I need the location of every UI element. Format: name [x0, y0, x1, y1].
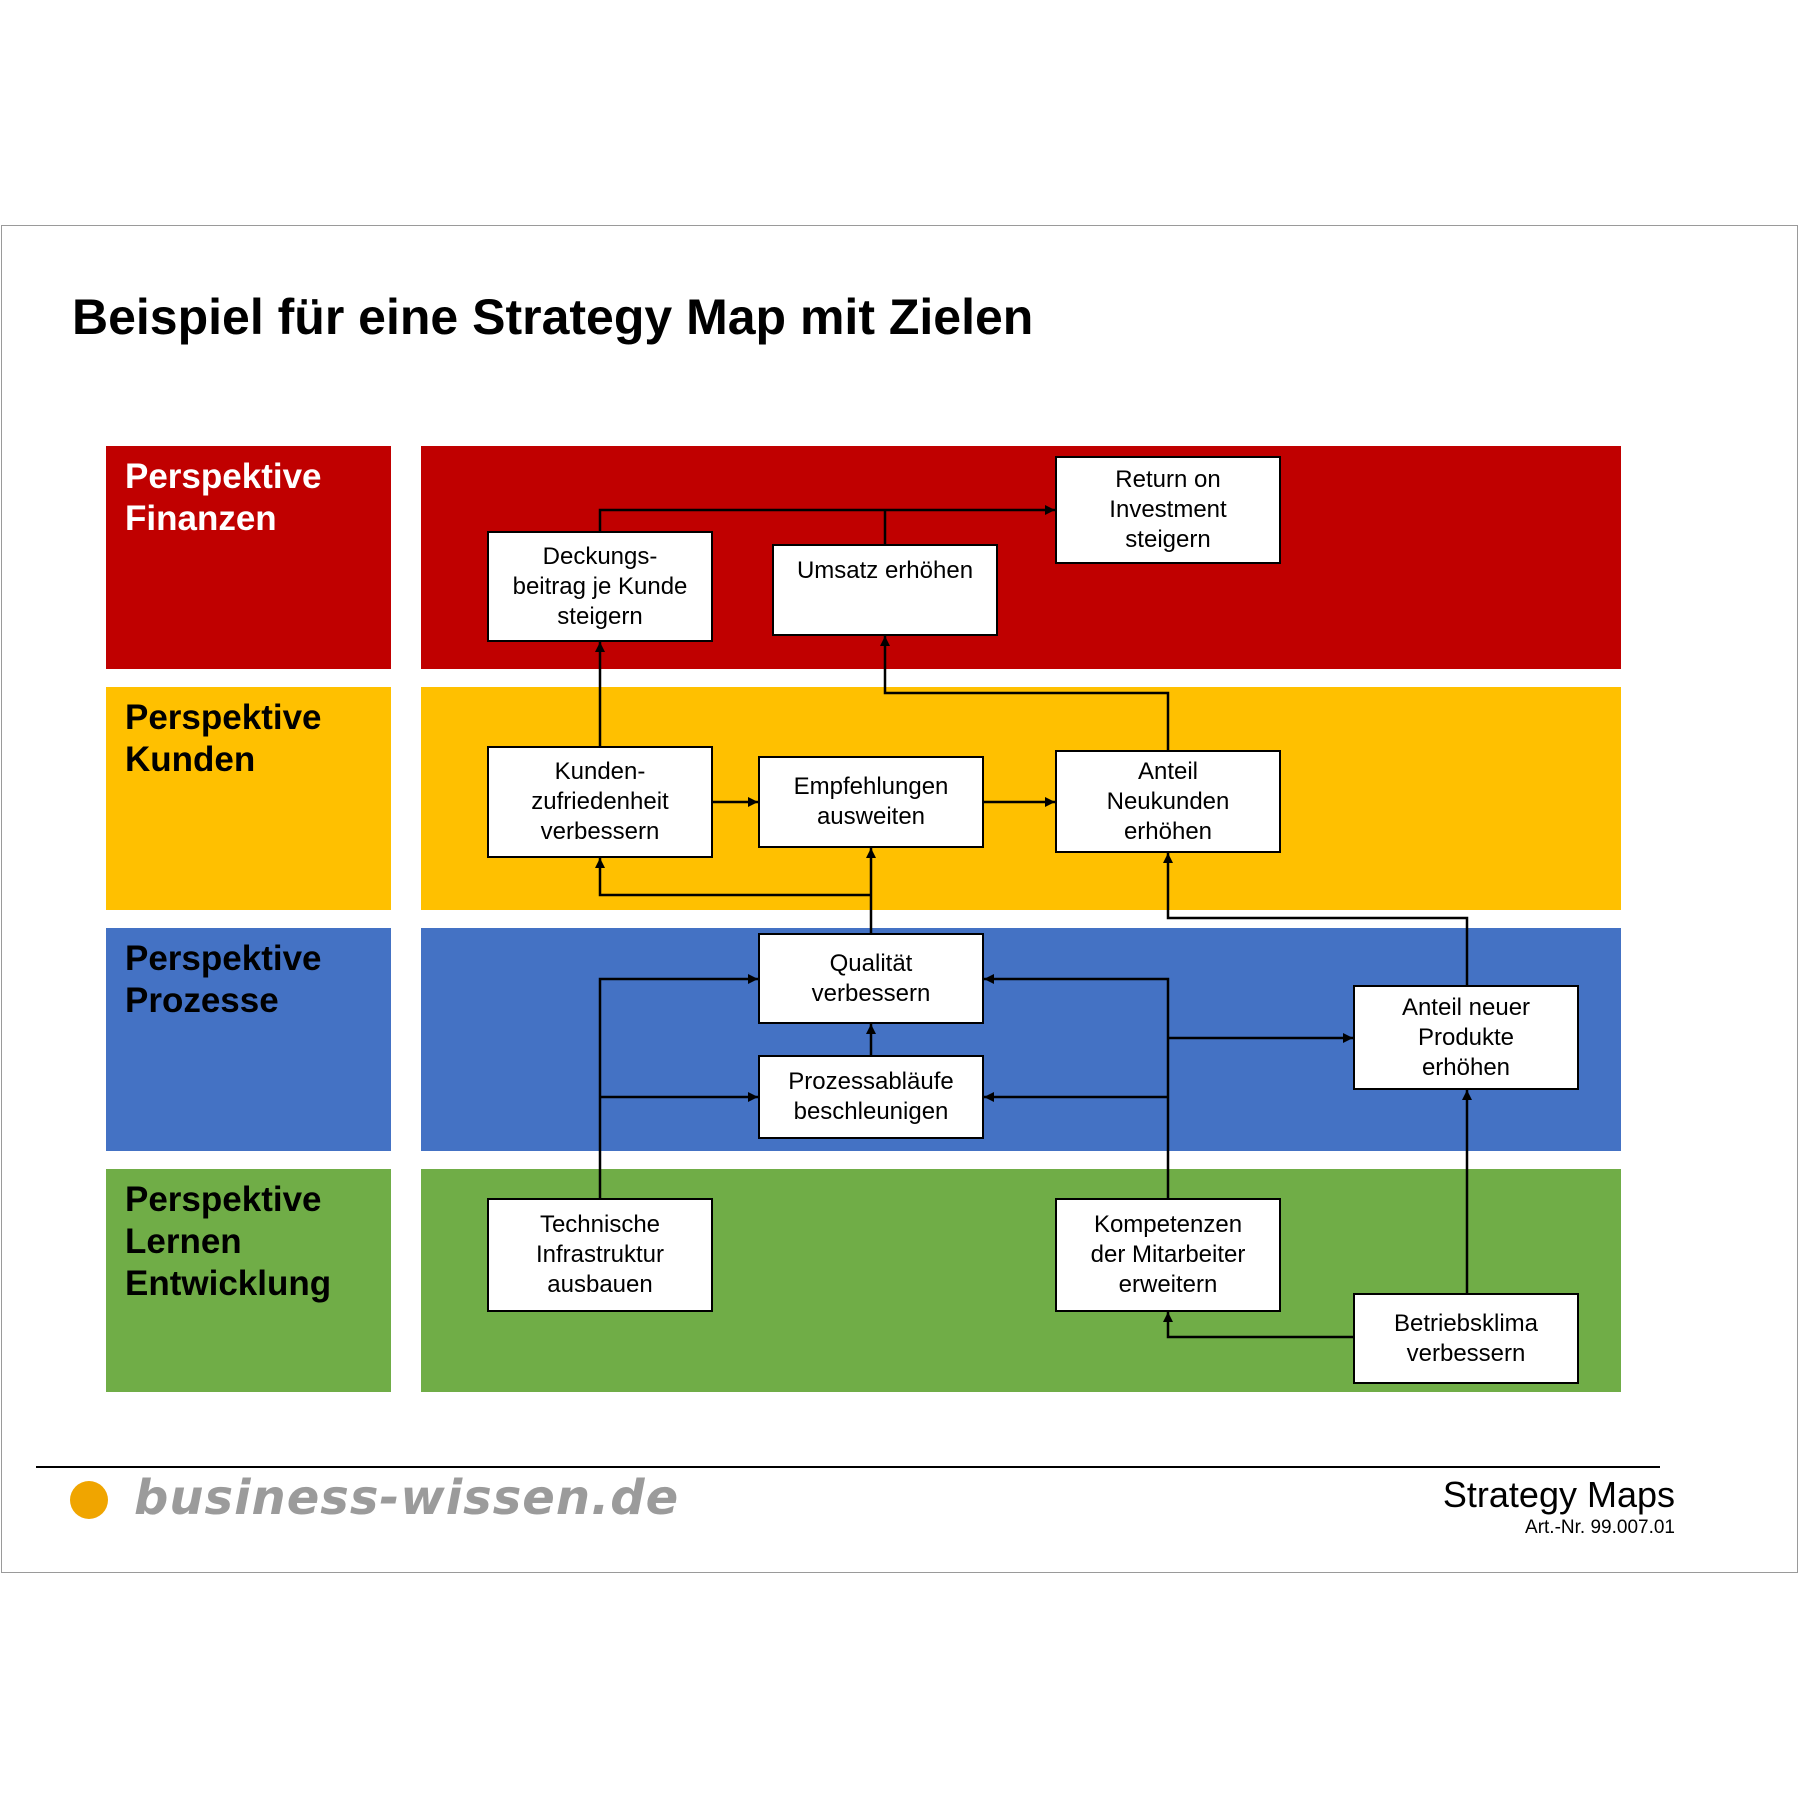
footer-article-number: Art.-Nr. 99.007.01 — [1525, 1517, 1675, 1538]
perspective-label-kunden: Perspektive Kunden — [106, 687, 391, 910]
perspective-label-line: Perspektive — [125, 457, 322, 496]
perspective-label-line: Prozesse — [125, 981, 279, 1020]
node-text-line: verbessern — [811, 979, 931, 1007]
node-text-line: Produkte — [1417, 1023, 1515, 1051]
node-text-line: Betriebsklima — [1393, 1309, 1539, 1337]
node-kompetenzen: Kompetenzen der Mitarbeiter erweitern — [1055, 1198, 1281, 1312]
node-deckungsbeitrag: Deckungs- beitrag je Kunde steigern — [487, 531, 713, 642]
node-text-line: Technische — [539, 1211, 661, 1238]
node-text-line: Umsatz erhöhen — [796, 557, 974, 584]
node-text-line: verbessern — [1406, 1339, 1526, 1367]
node-text-line: Anteil neuer — [1401, 993, 1531, 1021]
node-text-line: Kompetenzen — [1093, 1211, 1243, 1238]
node-text-line: Empfehlungen — [793, 773, 949, 800]
node-text-line: Neukunden — [1106, 787, 1230, 815]
arrow-neue-produkte-to-neukunden — [1163, 853, 1469, 985]
perspective-label-line: Finanzen — [125, 499, 277, 538]
perspective-label-line: Lernen — [125, 1222, 242, 1261]
logo: business-wissen.de — [134, 1470, 680, 1526]
node-roi: Return on Investment steigern — [1055, 456, 1281, 564]
node-kundenzufriedenheit: Kunden- zufriedenheit verbessern — [487, 746, 713, 858]
perspective-label-line: Perspektive — [125, 939, 322, 978]
logo-dot-icon — [70, 1481, 108, 1519]
arrow-qualitaet-to-kundenzufriedenheit — [595, 858, 871, 897]
node-text-line: Deckungs- — [542, 542, 658, 570]
perspective-label-lernen: Perspektive Lernen Entwicklung — [106, 1169, 391, 1392]
node-text-line: Investment — [1109, 496, 1227, 523]
arrow-kompetenzen-to-qualitaet — [984, 974, 1170, 1198]
footer-doc-title: Strategy Maps — [1442, 1474, 1675, 1515]
perspective-label-finanzen: Perspektive Finanzen — [106, 446, 391, 669]
node-infrastruktur: Technische Infrastruktur ausbauen — [487, 1198, 713, 1312]
node-text-line: Prozessabläufe — [788, 1068, 954, 1095]
node-text-line: erhöhen — [1421, 1053, 1511, 1081]
node-text-line: steigern — [1125, 526, 1211, 553]
node-neukunden: Anteil Neukunden erhöhen — [1055, 750, 1281, 853]
node-text-line: verbessern — [540, 818, 660, 845]
node-umsatz: Umsatz erhöhen — [772, 544, 998, 636]
node-text-line: ausweiten — [816, 803, 926, 830]
arrow-betriebsklima-to-kompetenzen — [1163, 1312, 1353, 1339]
footer-divider — [36, 1466, 1660, 1468]
node-text-line: beschleunigen — [793, 1098, 949, 1125]
node-text-line: Kunden- — [554, 758, 646, 785]
perspective-label-line: Perspektive — [125, 698, 322, 737]
node-text-line: Return on — [1115, 466, 1221, 493]
page-title: Beispiel für eine Strategy Map mit Ziele… — [72, 289, 1034, 345]
perspective-label-line: Entwicklung — [125, 1264, 332, 1303]
node-qualitaet: Qualität verbessern — [758, 933, 984, 1024]
node-text-line: beitrag je Kunde — [512, 572, 688, 600]
node-text-line: erweitern — [1118, 1271, 1218, 1298]
perspective-label-line: Kunden — [125, 740, 256, 779]
arrow-deckungsbeitrag-to-roi — [598, 505, 1055, 531]
node-text-line: ausbauen — [547, 1271, 653, 1298]
node-text-line: Qualität — [829, 949, 913, 977]
node-betriebsklima: Betriebsklima verbessern — [1353, 1293, 1579, 1384]
node-text-line: Infrastruktur — [535, 1241, 665, 1268]
node-neue-produkte: Anteil neuer Produkte erhöhen — [1353, 985, 1579, 1090]
node-prozessablaeufe: Prozessabläufe beschleunigen — [758, 1055, 984, 1139]
perspective-label-prozesse: Perspektive Prozesse — [106, 928, 391, 1151]
node-text-line: steigern — [557, 602, 643, 630]
arrow-neukunden-to-umsatz — [880, 636, 1170, 750]
arrow-infrastruktur-to-qualitaet — [598, 974, 758, 1198]
node-text-line: zufriedenheit — [531, 788, 669, 815]
node-text-line: erhöhen — [1123, 817, 1213, 845]
perspective-label-line: Perspektive — [125, 1180, 322, 1219]
node-empfehlungen: Empfehlungen ausweiten — [758, 756, 984, 848]
node-text-line: Anteil — [1137, 757, 1199, 785]
node-text-line: der Mitarbeiter — [1090, 1241, 1246, 1268]
